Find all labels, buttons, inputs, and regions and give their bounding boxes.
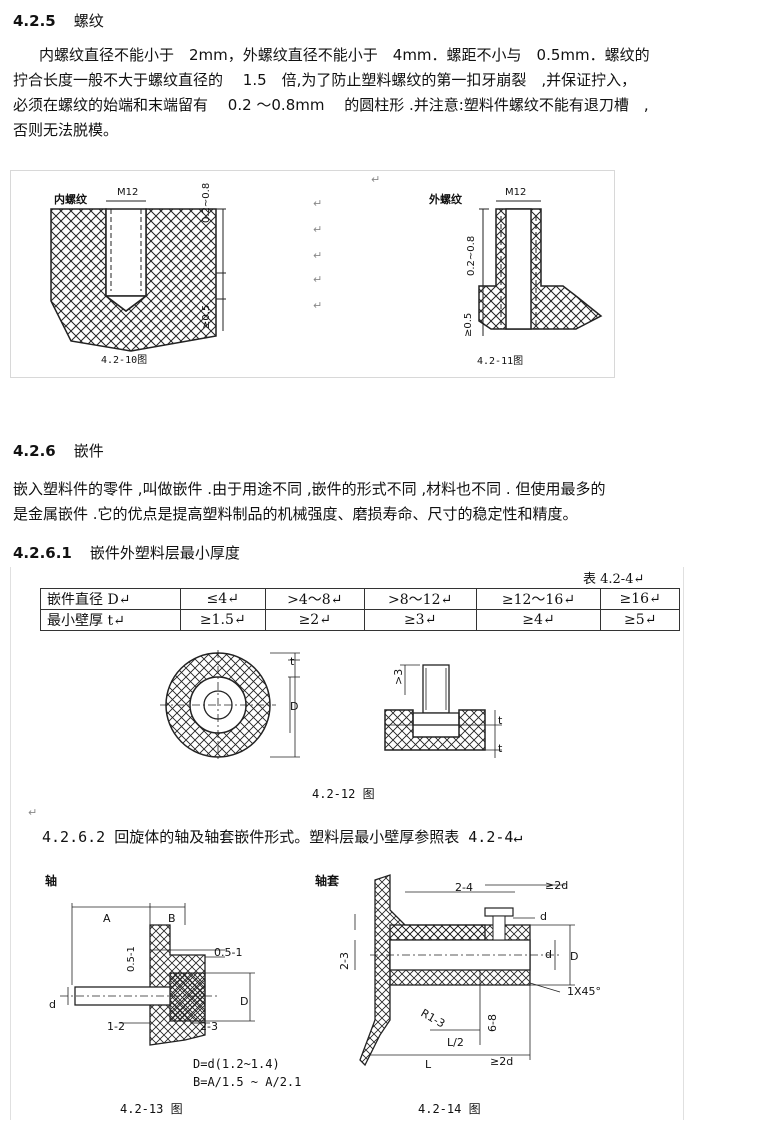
- table-cell: ≥3↵: [363, 609, 477, 631]
- return-mark: ↵: [313, 299, 323, 312]
- sleeve-drawing: [354, 874, 575, 1067]
- label-m12-outer: M12: [505, 187, 527, 198]
- label-shaft: 轴: [45, 874, 58, 888]
- dim-6-8: 6-8: [486, 1014, 499, 1032]
- table-cell: >8～12↵: [363, 588, 477, 610]
- table-cell: ≥12～16↵: [475, 588, 602, 610]
- external-thread-sketch: [478, 200, 603, 336]
- dim-inner-0-2-0-8: 0.2~0.8: [201, 182, 212, 223]
- dim-ge-2d-top: ≥2d: [545, 879, 569, 892]
- section-heading-4-2-5: 4.2.5 螺纹: [13, 10, 104, 31]
- dim-2-4: 2-4: [455, 881, 473, 894]
- paragraph-line: 是金属嵌件 .它的优点是提高塑料制品的机械强度、磨损寿命、尺寸的稳定性和精度。: [13, 505, 578, 523]
- table-cell: ≤4↵: [179, 588, 266, 610]
- paragraph-line: 嵌入塑料件的零件 ,叫做嵌件 .由于用途不同 ,嵌件的形式不同 ,材料也不同 .…: [13, 480, 606, 498]
- caption-4-2-13: 4.2-13 图: [120, 1102, 183, 1116]
- caption-4-2-10: 4.2-10图: [101, 355, 148, 366]
- table-cell: 嵌件直径 D↵: [40, 588, 181, 610]
- label-d: d: [540, 910, 547, 923]
- section-title: 螺纹: [73, 12, 104, 30]
- formula-D: D=d(1.2~1.4): [193, 1057, 280, 1071]
- label-A: A: [103, 912, 111, 925]
- return-mark: ↵: [371, 173, 381, 186]
- return-mark: ↵: [313, 249, 323, 262]
- label-m12-inner: M12: [117, 187, 139, 198]
- paragraph-line: 拧合长度一般不大于螺纹直径的 1.5 倍,为了防止塑料螺纹的第一扣牙崩裂 ,并保…: [13, 71, 637, 89]
- return-mark: ↵: [313, 197, 323, 210]
- label-L: L: [425, 1058, 432, 1071]
- dim-2-3: 2-3: [200, 1020, 218, 1033]
- dim-ge-2d-bottom: ≥2d: [490, 1055, 514, 1068]
- table-cell: 最小壁厚 t↵: [40, 609, 181, 631]
- section-title: 嵌件: [73, 442, 104, 460]
- return-mark: ↵: [28, 806, 38, 819]
- label-t-side: t: [498, 742, 503, 755]
- table-cell: ≥5↵: [600, 609, 680, 631]
- label-chamfer: 1X45°: [567, 985, 602, 998]
- label-inner-thread: 内螺纹: [54, 193, 87, 206]
- label-gt3: >3: [392, 668, 405, 685]
- table-row: 嵌件直径 D↵ ≤4↵ >4～8↵ >8～12↵ ≥12～16↵ ≥16↵: [40, 588, 680, 610]
- return-mark: ↵: [313, 223, 323, 236]
- caption-4-2-14: 4.2-14 图: [418, 1102, 481, 1116]
- label-D: D: [290, 700, 299, 713]
- return-mark: ↵: [313, 273, 323, 286]
- section-heading-4-2-6: 4.2.6 嵌件: [13, 440, 104, 461]
- caption-4-2-11: 4.2-11图: [477, 356, 524, 367]
- thread-figure: 内螺纹 M12 0.2~0.8 ≥0.5 4.2-10图 外螺纹 M12 0.2…: [10, 170, 615, 378]
- paragraph-line: 否则无法脱模。: [13, 121, 119, 139]
- section-heading-4-2-6-1: 4.2.6.1 嵌件外塑料层最小厚度: [13, 542, 240, 563]
- label-t: t: [290, 655, 295, 668]
- thread-drawing: [50, 200, 603, 352]
- section-heading-4-2-6-2: 4.2.6.2 回旋体的轴及轴套嵌件形式。塑料层最小壁厚参照表 4.2-4↵: [42, 828, 523, 846]
- label-outer-thread: 外螺纹: [429, 193, 462, 206]
- dim-0-5-1-vertical: 0.5-1: [126, 946, 137, 972]
- section-number: 4.2.6: [13, 442, 56, 460]
- table-label: 表 4.2-4↵: [583, 572, 645, 587]
- label-D: D: [240, 995, 249, 1008]
- dim-inner-ge-0-5: ≥0.5: [201, 304, 212, 329]
- label-t-side: t: [498, 714, 503, 727]
- table-cell: ≥1.5↵: [179, 609, 266, 631]
- section-number: 4.2.6.1: [13, 544, 72, 562]
- table-cell: ≥2↵: [264, 609, 365, 631]
- label-D: D: [570, 950, 579, 963]
- formula-B: B=A/1.5 ~ A/2.1: [193, 1075, 302, 1089]
- paragraph-4-2-6: 嵌入塑料件的零件 ,叫做嵌件 .由于用途不同 ,嵌件的形式不同 ,材料也不同 .…: [13, 477, 753, 527]
- dim-outer-ge-0-5: ≥0.5: [463, 312, 474, 337]
- dim-0-5-1: 0.5-1: [214, 946, 243, 959]
- insert-fig-4-2-12: [160, 650, 502, 762]
- section-title: 嵌件外塑料层最小厚度: [89, 544, 240, 562]
- shaft-drawing: [60, 903, 255, 1046]
- label-B: B: [168, 912, 176, 925]
- label-phi: d: [545, 948, 552, 961]
- paragraph-line: 内螺纹直径不能小于 2mm，外螺纹直径不能小于 4mm．螺距不小与 0.5mm．…: [39, 46, 650, 64]
- label-sleeve: 轴套: [315, 874, 340, 888]
- label-d: d: [49, 998, 56, 1011]
- paragraph-4-2-5: 内螺纹直径不能小于 2mm，外螺纹直径不能小于 4mm．螺距不小与 0.5mm．…: [13, 43, 753, 143]
- label-l-half: L/2: [447, 1036, 464, 1049]
- dim-1-2: 1-2: [107, 1020, 125, 1033]
- caption-4-2-12: 4.2-12 图: [312, 787, 375, 801]
- dim-2-3: 2-3: [338, 952, 351, 970]
- table-row: 最小壁厚 t↵ ≥1.5↵ ≥2↵ ≥3↵ ≥4↵ ≥5↵: [40, 609, 680, 631]
- table-cell: ≥16↵: [600, 588, 680, 610]
- min-thickness-table: 嵌件直径 D↵ ≤4↵ >4～8↵ >8～12↵ ≥12～16↵ ≥16↵ 最小…: [40, 588, 680, 631]
- section-number: 4.2.5: [13, 12, 56, 30]
- internal-thread-sketch: [50, 200, 226, 352]
- dim-outer-0-2-0-8: 0.2~0.8: [466, 235, 477, 276]
- table-cell: >4～8↵: [264, 588, 365, 610]
- insert-figure-panel: [10, 567, 684, 1120]
- paragraph-line: 必须在螺纹的始端和末端留有 0.2 ～0.8mm 的圆柱形 .并注意:塑料件螺纹…: [13, 96, 649, 114]
- table-cell: ≥4↵: [475, 609, 602, 631]
